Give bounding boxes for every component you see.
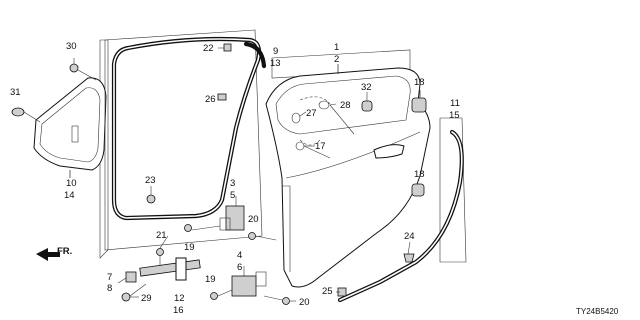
hinge-checker-group	[121, 196, 290, 305]
callout-26: 26	[205, 94, 216, 105]
clip-24	[403, 253, 415, 263]
callout-18-lower: 18	[414, 169, 425, 180]
callouts: 1 2 3 5 4 6 7 8 9 13 10 14 11 15 12 16 1…	[10, 41, 460, 316]
door-outer-handle	[373, 144, 405, 159]
rear-door-panel-group	[265, 49, 431, 288]
clip-26	[217, 93, 227, 101]
callout-21: 21	[156, 230, 167, 241]
callout-25: 25	[322, 286, 333, 297]
bolt-20-upper	[248, 232, 256, 240]
callout-11: 11	[450, 98, 460, 109]
door-checker	[139, 259, 201, 277]
bolt-19-lower	[210, 292, 218, 300]
door-weatherstrip-group	[337, 117, 467, 303]
callout-23: 23	[145, 175, 156, 186]
callout-19-lower: 19	[205, 274, 216, 285]
callout-20-lower: 20	[299, 297, 310, 308]
front-arrow: FR.	[36, 246, 72, 261]
door-trim-panel-group	[11, 39, 109, 259]
stopper-18-lower	[411, 183, 425, 197]
callout-13: 13	[270, 58, 281, 69]
callout-5: 5	[230, 190, 235, 201]
clip-31	[11, 107, 25, 117]
callout-22: 22	[203, 43, 214, 54]
grommet-27	[291, 112, 301, 124]
callout-2: 2	[334, 54, 339, 65]
callout-32: 32	[361, 82, 372, 93]
callout-19-upper: 19	[184, 242, 195, 253]
callout-16: 16	[173, 305, 184, 316]
grommet-28	[318, 100, 330, 110]
lower-hinge	[231, 275, 257, 297]
callout-3: 3	[230, 178, 235, 189]
callout-6: 6	[237, 262, 242, 273]
callout-30: 30	[66, 41, 77, 52]
front-label: FR.	[57, 246, 72, 257]
callout-15: 15	[449, 110, 460, 121]
diagram-code: TY24B5420	[576, 307, 619, 316]
bolt-29	[121, 292, 131, 302]
callout-20-upper: 20	[248, 214, 259, 225]
callout-18-upper: 18	[414, 77, 425, 88]
opening-weatherstrip-group	[104, 29, 267, 251]
callout-29: 29	[141, 293, 152, 304]
callout-27: 27	[306, 108, 317, 119]
stopper-18-upper	[411, 97, 427, 113]
rear-door-panel	[265, 67, 431, 288]
bolt-19-upper	[184, 224, 192, 232]
clip-23	[146, 194, 156, 204]
clip-22	[223, 43, 232, 52]
callout-7: 7	[107, 272, 112, 283]
opening-weatherstrip	[111, 36, 262, 221]
callout-28: 28	[340, 100, 351, 111]
callout-14: 14	[64, 190, 75, 201]
callout-17: 17	[315, 141, 326, 152]
callout-4: 4	[237, 250, 242, 261]
callout-8: 8	[107, 283, 112, 294]
clip-30	[69, 63, 79, 73]
bumper-32	[361, 100, 373, 112]
callout-24: 24	[404, 231, 415, 242]
callout-1: 1	[334, 42, 339, 53]
leader-lines	[117, 47, 411, 302]
callout-9: 9	[273, 46, 278, 57]
callout-10: 10	[66, 178, 77, 189]
callout-12: 12	[174, 293, 185, 304]
clip-7-8	[125, 271, 137, 283]
door-trim-panel	[33, 77, 107, 171]
callout-31: 31	[10, 87, 21, 98]
bolt-20-lower	[282, 297, 290, 305]
